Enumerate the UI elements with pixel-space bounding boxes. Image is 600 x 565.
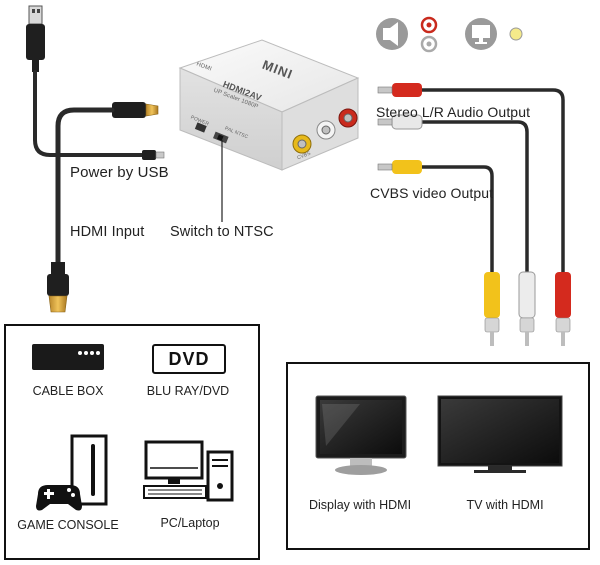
display-devices-panel: [286, 362, 590, 550]
rca-cables: [380, 88, 565, 272]
rca-plug-yellow-bottom-icon: [484, 272, 500, 346]
cvbs-output-label: CVBS video Output: [370, 185, 494, 201]
video-indicator-icon: [509, 27, 523, 41]
hdmi-input-label: HDMI Input: [70, 224, 145, 240]
display-hdmi-label: Display with HDMI: [308, 498, 412, 512]
rca-jack-white: [316, 120, 336, 140]
rca-jack-yellow: [292, 134, 312, 154]
hdmi-plug-bottom-icon: [47, 262, 69, 313]
speaker-icon: [376, 18, 408, 50]
power-usb-label: Power by USB: [70, 164, 169, 181]
tv-hdmi-label: TV with HDMI: [466, 498, 544, 512]
blu-ray-label: BLU RAY/DVD: [146, 384, 230, 398]
cable-box-label: CABLE BOX: [32, 384, 104, 398]
game-console-label: GAME CONSOLE: [17, 518, 119, 532]
switch-ntsc-label: Switch to NTSC: [170, 224, 274, 240]
stereo-output-label: Stereo L/R Audio Output: [376, 104, 531, 120]
rca-plug-white-bottom-icon: [518, 271, 536, 346]
rca-plug-white-top-icon: [377, 114, 423, 130]
rca-plug-yellow-top-icon: [377, 160, 422, 174]
rca-plug-red-bottom-icon: [555, 272, 571, 346]
usb-cable: [33, 70, 144, 157]
hdmi-plug-top-icon: [112, 102, 159, 118]
audio-rca-icon: [420, 16, 438, 53]
rca-jack-red: [338, 108, 358, 128]
hdmi-cable: [55, 107, 115, 265]
pc-laptop-label: PC/Laptop: [160, 516, 220, 530]
usb-plug-icon: [26, 5, 45, 72]
micro-usb-plug-icon: [142, 150, 165, 160]
dvd-logo: DVD: [152, 344, 226, 374]
converter-box: [178, 39, 360, 171]
rca-plug-red-top-icon: [377, 83, 422, 97]
monitor-icon: [465, 18, 497, 50]
